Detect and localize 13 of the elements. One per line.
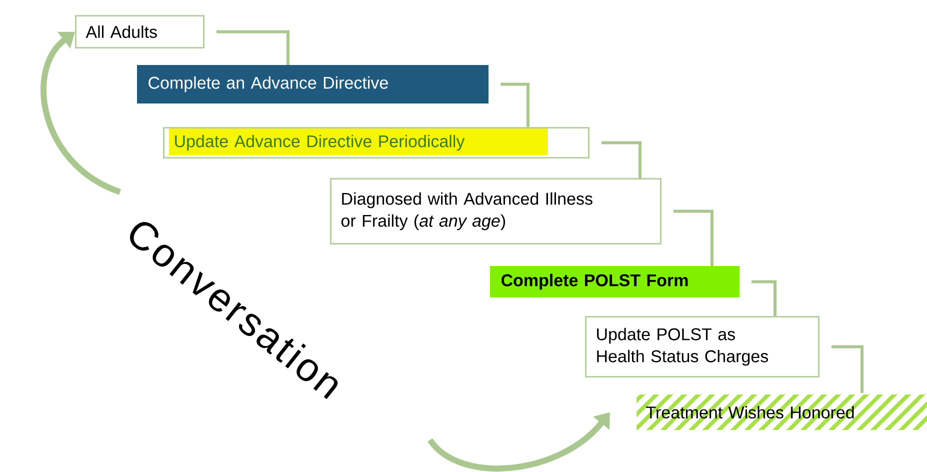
step-box: All Adults xyxy=(75,15,204,48)
step-box: Update Advance Directive Periodically xyxy=(163,127,590,158)
step-box: Diagnosed with Advanced Illness or Frailty (at any age) xyxy=(330,178,662,244)
connector xyxy=(674,210,714,266)
step-box: Update POLST as Health Status Charges xyxy=(585,316,820,378)
connector xyxy=(216,30,290,65)
curved-arrow xyxy=(40,32,122,195)
connector xyxy=(602,141,642,178)
connector xyxy=(500,82,530,127)
step-box: Complete an Advance Directive xyxy=(137,65,488,104)
step-box: Complete POLST Form xyxy=(490,266,740,298)
connector xyxy=(832,345,864,393)
connector xyxy=(752,280,776,316)
